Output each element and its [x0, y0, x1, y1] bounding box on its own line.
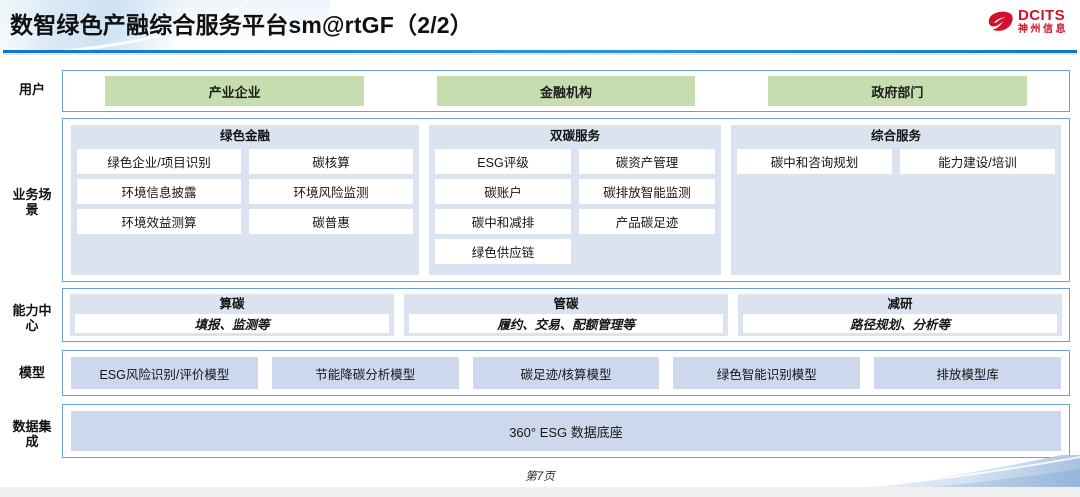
panel-title-comprehensive: 综合服务	[870, 129, 921, 143]
logo-text-cn: 神州信息	[1018, 24, 1068, 35]
panel-title-dual-carbon: 双碳服务	[549, 129, 600, 143]
logo-text-en: DCITS	[1018, 7, 1065, 24]
row-label-data-text: 数据集成	[12, 419, 52, 449]
capability-subtitle-reduce-research: 路径规划、分析等	[743, 314, 1057, 334]
row-data-box: 360° ESG 数据底座	[62, 404, 1070, 458]
row-label-user: 用户	[18, 82, 45, 97]
model-cell-emission-library[interactable]: 排放模型库	[874, 357, 1061, 389]
tile-carbon-asset-mgmt[interactable]: 碳资产管理	[579, 148, 715, 174]
tile-product-carbon-footprint[interactable]: 产品碳足迹	[579, 208, 715, 234]
row-label-data: 数据集成	[8, 419, 56, 450]
page-number: 第7页	[525, 471, 555, 483]
page-title: 数智绿色产融综合服务平台sm@rtGF（2/2）	[10, 12, 473, 38]
tile-carbon-accounting[interactable]: 碳核算	[249, 148, 413, 174]
user-cell[interactable]: 政府部门	[732, 76, 1063, 106]
capability-subtitle-manage-carbon: 履约、交易、配额管理等	[409, 314, 723, 334]
user-cell[interactable]: 产业企业	[69, 76, 400, 106]
decorative-bottom-strip	[0, 487, 1080, 497]
tile-capacity-training[interactable]: 能力建设/培训	[900, 148, 1055, 174]
tile-green-supply-chain[interactable]: 绿色供应链	[435, 238, 571, 264]
model-cell-energy-saving[interactable]: 节能降碳分析模型	[271, 357, 459, 389]
capability-title-calc-carbon: 算碳	[219, 297, 245, 311]
row-user-box: 产业企业 金融机构 政府部门	[62, 70, 1070, 112]
row-label-business-text: 业务场景	[12, 187, 52, 217]
tile-green-enterprise-id[interactable]: 绿色企业/项目识别	[77, 148, 241, 174]
row-model-box: ESG风险识别/评价模型 节能降碳分析模型 碳足迹/核算模型 绿色智能识别模型 …	[62, 350, 1070, 396]
row-capability-box: 算碳 填报、监测等 管碳 履约、交易、配额管理等 减研 路径规划、分析等	[62, 288, 1070, 342]
panel-title-green-finance: 绿色金融	[219, 129, 270, 143]
capability-panel-reduce-research[interactable]: 减研 路径规划、分析等	[738, 294, 1062, 336]
row-label-capability: 能力中心	[12, 303, 52, 333]
row-business-box: 绿色金融 绿色企业/项目识别 碳核算 环境信息披露 环境风险监测 环境效益测算 …	[62, 118, 1070, 282]
capability-panel-manage-carbon[interactable]: 管碳 履约、交易、配额管理等	[404, 294, 728, 336]
row-label-business: 业务场景	[8, 187, 56, 218]
capability-title-reduce-research: 减研	[887, 297, 913, 311]
tile-placeholder	[579, 239, 715, 264]
user-chip-government[interactable]: 政府部门	[768, 76, 1027, 106]
brand-logo: DCITS 神州信息	[987, 8, 1068, 35]
model-cell-green-smart-id[interactable]: 绿色智能识别模型	[673, 357, 861, 389]
user-chip-financial[interactable]: 金融机构	[436, 76, 696, 106]
title-divider-shadow	[3, 53, 1077, 55]
tile-env-disclosure[interactable]: 环境信息披露	[77, 178, 241, 204]
capability-title-manage-carbon: 管碳	[553, 297, 579, 311]
tile-carbon-inclusive[interactable]: 碳普惠	[249, 208, 413, 234]
user-cell[interactable]: 金融机构	[400, 76, 731, 106]
tile-carbon-neutral-reduction[interactable]: 碳中和减排	[435, 208, 571, 234]
tile-env-risk-monitor[interactable]: 环境风险监测	[249, 178, 413, 204]
panel-dual-carbon-service: 双碳服务 ESG评级 碳资产管理 碳账户 碳排放智能监测 碳中和减排 产品碳足迹…	[429, 125, 721, 275]
capability-panel-calc-carbon[interactable]: 算碳 填报、监测等	[70, 294, 394, 336]
tile-carbon-emission-monitor[interactable]: 碳排放智能监测	[579, 178, 715, 204]
model-cell-esg-risk[interactable]: ESG风险识别/评价模型	[71, 357, 258, 389]
tile-carbon-account[interactable]: 碳账户	[435, 178, 571, 204]
tile-env-benefit-calc[interactable]: 环境效益测算	[77, 208, 241, 234]
dcits-swirl-icon	[988, 11, 1013, 31]
panel-comprehensive-service: 综合服务 碳中和咨询规划 能力建设/培训	[731, 125, 1061, 275]
tile-carbon-neutral-consulting[interactable]: 碳中和咨询规划	[737, 148, 892, 174]
title-divider	[3, 50, 1077, 53]
tile-esg-rating[interactable]: ESG评级	[435, 148, 571, 174]
row-label-model: 模型	[18, 365, 45, 380]
model-cell-carbon-footprint[interactable]: 碳足迹/核算模型	[472, 357, 660, 389]
panel-green-finance: 绿色金融 绿色企业/项目识别 碳核算 环境信息披露 环境风险监测 环境效益测算 …	[71, 125, 419, 275]
user-chip-industry[interactable]: 产业企业	[105, 76, 364, 106]
data-band-esg-foundation[interactable]: 360° ESG 数据底座	[71, 411, 1061, 451]
capability-subtitle-calc-carbon: 填报、监测等	[75, 314, 389, 334]
